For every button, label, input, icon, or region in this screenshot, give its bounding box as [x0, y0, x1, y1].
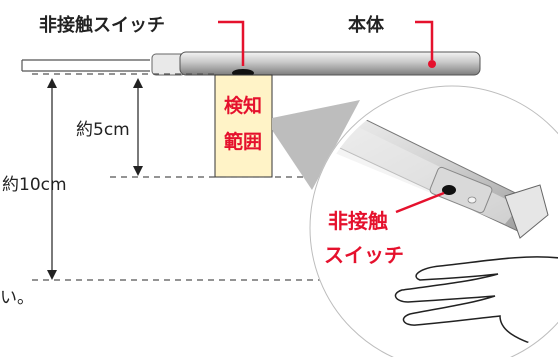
- dimension-arrow-5cm: [133, 78, 143, 176]
- body-marker-dot: [428, 60, 436, 68]
- reference-lines: [32, 73, 340, 281]
- dimension-arrow-10cm: [47, 78, 57, 280]
- zoom-view: [309, 85, 558, 357]
- switch-label-top: 非接触スイッチ: [39, 14, 165, 36]
- hand-illustration: [394, 256, 558, 353]
- body-label: 本体: [348, 14, 385, 36]
- detect-range-label-2: 範囲: [224, 130, 262, 153]
- magnifier-cone: [272, 100, 360, 190]
- truncated-note-text: い。: [0, 288, 34, 308]
- mounting-surface: [21, 59, 150, 72]
- zoom-switch-label-2: スイッチ: [324, 243, 404, 267]
- zoom-callout-leader: [395, 191, 445, 214]
- distance-label-10cm: 約10cm: [2, 175, 67, 195]
- distance-label-5cm: 約5cm: [76, 120, 130, 140]
- callout-leaders: [218, 20, 434, 66]
- detect-range-label-1: 検知: [224, 94, 262, 117]
- fixture-body: [151, 51, 481, 76]
- detection-zone: [214, 74, 273, 178]
- zoom-switch-label-1: 非接触: [328, 209, 388, 233]
